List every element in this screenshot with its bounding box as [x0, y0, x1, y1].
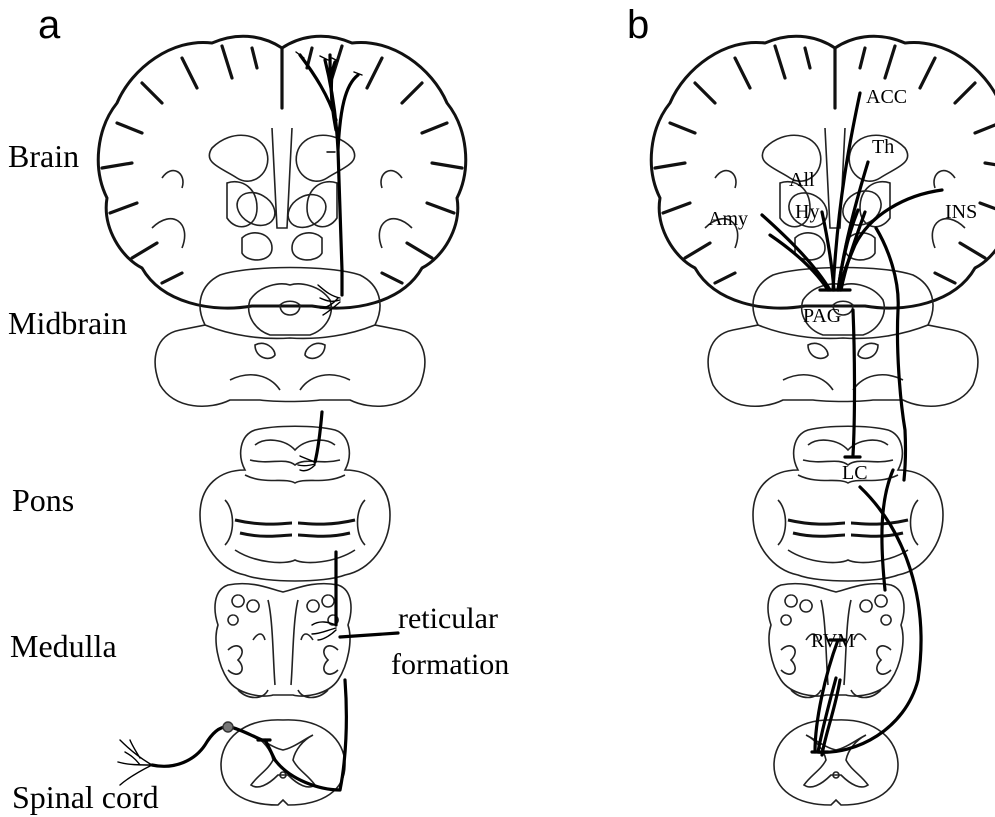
medulla-section-a	[215, 584, 351, 698]
label-rvm: RVM	[811, 630, 855, 652]
pons-section-b	[753, 426, 943, 581]
amy-to-pag-2-b	[770, 235, 828, 290]
reticular-label-line2: formation	[391, 648, 509, 681]
panel-a: a Brain Midbrain Pons Medulla Spinal cor…	[8, 3, 509, 815]
label-pons: Pons	[12, 482, 74, 518]
label-all: All	[789, 169, 815, 191]
pons-to-midbrain-tract-a	[315, 412, 322, 462]
label-brain: Brain	[8, 138, 79, 174]
label-medulla: Medulla	[10, 628, 117, 664]
pons-section-a	[200, 426, 390, 581]
lc-to-medulla-b	[882, 470, 893, 590]
cortical-fibers-a	[300, 55, 358, 270]
pag-to-lc-b	[853, 310, 855, 455]
reticular-pointer-line	[340, 633, 398, 637]
panel-b: b ACC Th All Hy Amy INS PAG L	[627, 3, 995, 805]
label-spinal-cord: Spinal cord	[12, 779, 159, 815]
midbrain-section-a	[155, 268, 425, 407]
label-ins: INS	[945, 201, 977, 223]
midbrain-terminal-a	[318, 285, 340, 315]
label-midbrain: Midbrain	[8, 305, 127, 341]
midbrain-section-b	[708, 268, 978, 407]
primary-afferent-a	[152, 727, 262, 767]
panel-b-letter: b	[627, 3, 649, 47]
label-acc: ACC	[866, 86, 907, 108]
label-pag: PAG	[803, 305, 841, 327]
amygdala-left-a	[231, 186, 281, 232]
label-amy: Amy	[708, 208, 748, 230]
panel-a-letter: a	[38, 3, 61, 47]
drg-cell-a	[223, 722, 233, 732]
reticular-label-line1: reticular	[398, 602, 498, 635]
spinal-section-a	[221, 720, 345, 805]
label-lc: LC	[842, 462, 868, 484]
acc-to-pag-b	[833, 93, 860, 290]
pons-terminal-a	[298, 456, 315, 471]
label-hy: Hy	[795, 201, 819, 223]
label-th: Th	[872, 136, 894, 158]
